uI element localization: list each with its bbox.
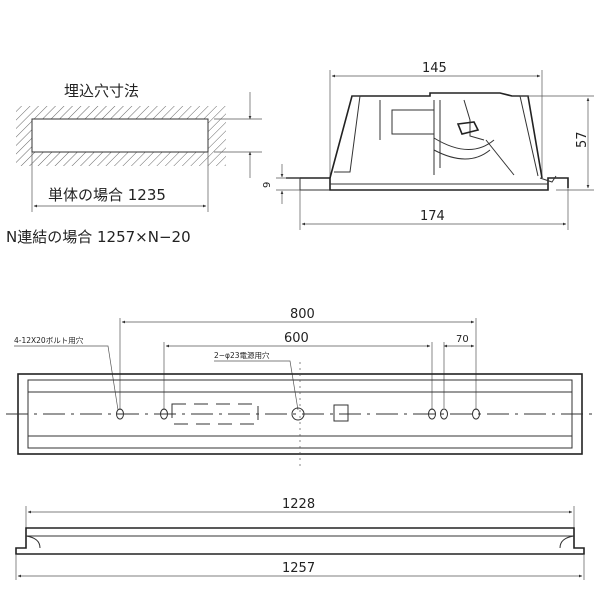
single-unit-label: 単体の場合 1235 xyxy=(48,186,166,204)
cutout-opening xyxy=(31,118,209,153)
plan-view: 800 600 70 4-12X20ボルト用穴 2−φ23電源用穴 xyxy=(6,307,592,468)
dim-57: 57 xyxy=(575,131,590,148)
section-view: 145 57 9 174 xyxy=(262,61,594,230)
dim-1228: 1228 xyxy=(282,497,315,512)
dim-600: 600 xyxy=(284,331,309,346)
cutout-title: 埋込穴寸法 xyxy=(64,82,139,100)
bolt-hole xyxy=(428,408,436,420)
dim-70: 70 xyxy=(456,334,469,345)
section-body xyxy=(329,92,543,179)
power-hole xyxy=(291,407,305,421)
dim-145: 145 xyxy=(422,61,447,76)
fixture-front-outline xyxy=(15,527,585,555)
terminal-square xyxy=(333,404,349,422)
bolt-hole xyxy=(440,408,448,420)
cutout-view: 埋込穴寸法 単体の場合 1235 N連結の場合 1257×N−20 xyxy=(6,82,262,246)
dim-1257: 1257 xyxy=(282,561,315,576)
bolt-hole xyxy=(116,408,124,420)
power-holes-note: 2−φ23電源用穴 xyxy=(214,350,270,360)
bolt-holes-note: 4-12X20ボルト用穴 xyxy=(14,335,84,345)
bolt-hole xyxy=(472,408,480,420)
dim-800: 800 xyxy=(290,307,315,322)
connected-unit-label: N連結の場合 1257×N−20 xyxy=(6,228,191,246)
dim-174: 174 xyxy=(420,209,445,224)
cutout-hatch xyxy=(16,106,226,166)
dim-9: 9 xyxy=(262,182,273,188)
front-view: 1228 1257 xyxy=(15,497,585,580)
bolt-hole xyxy=(160,408,168,420)
